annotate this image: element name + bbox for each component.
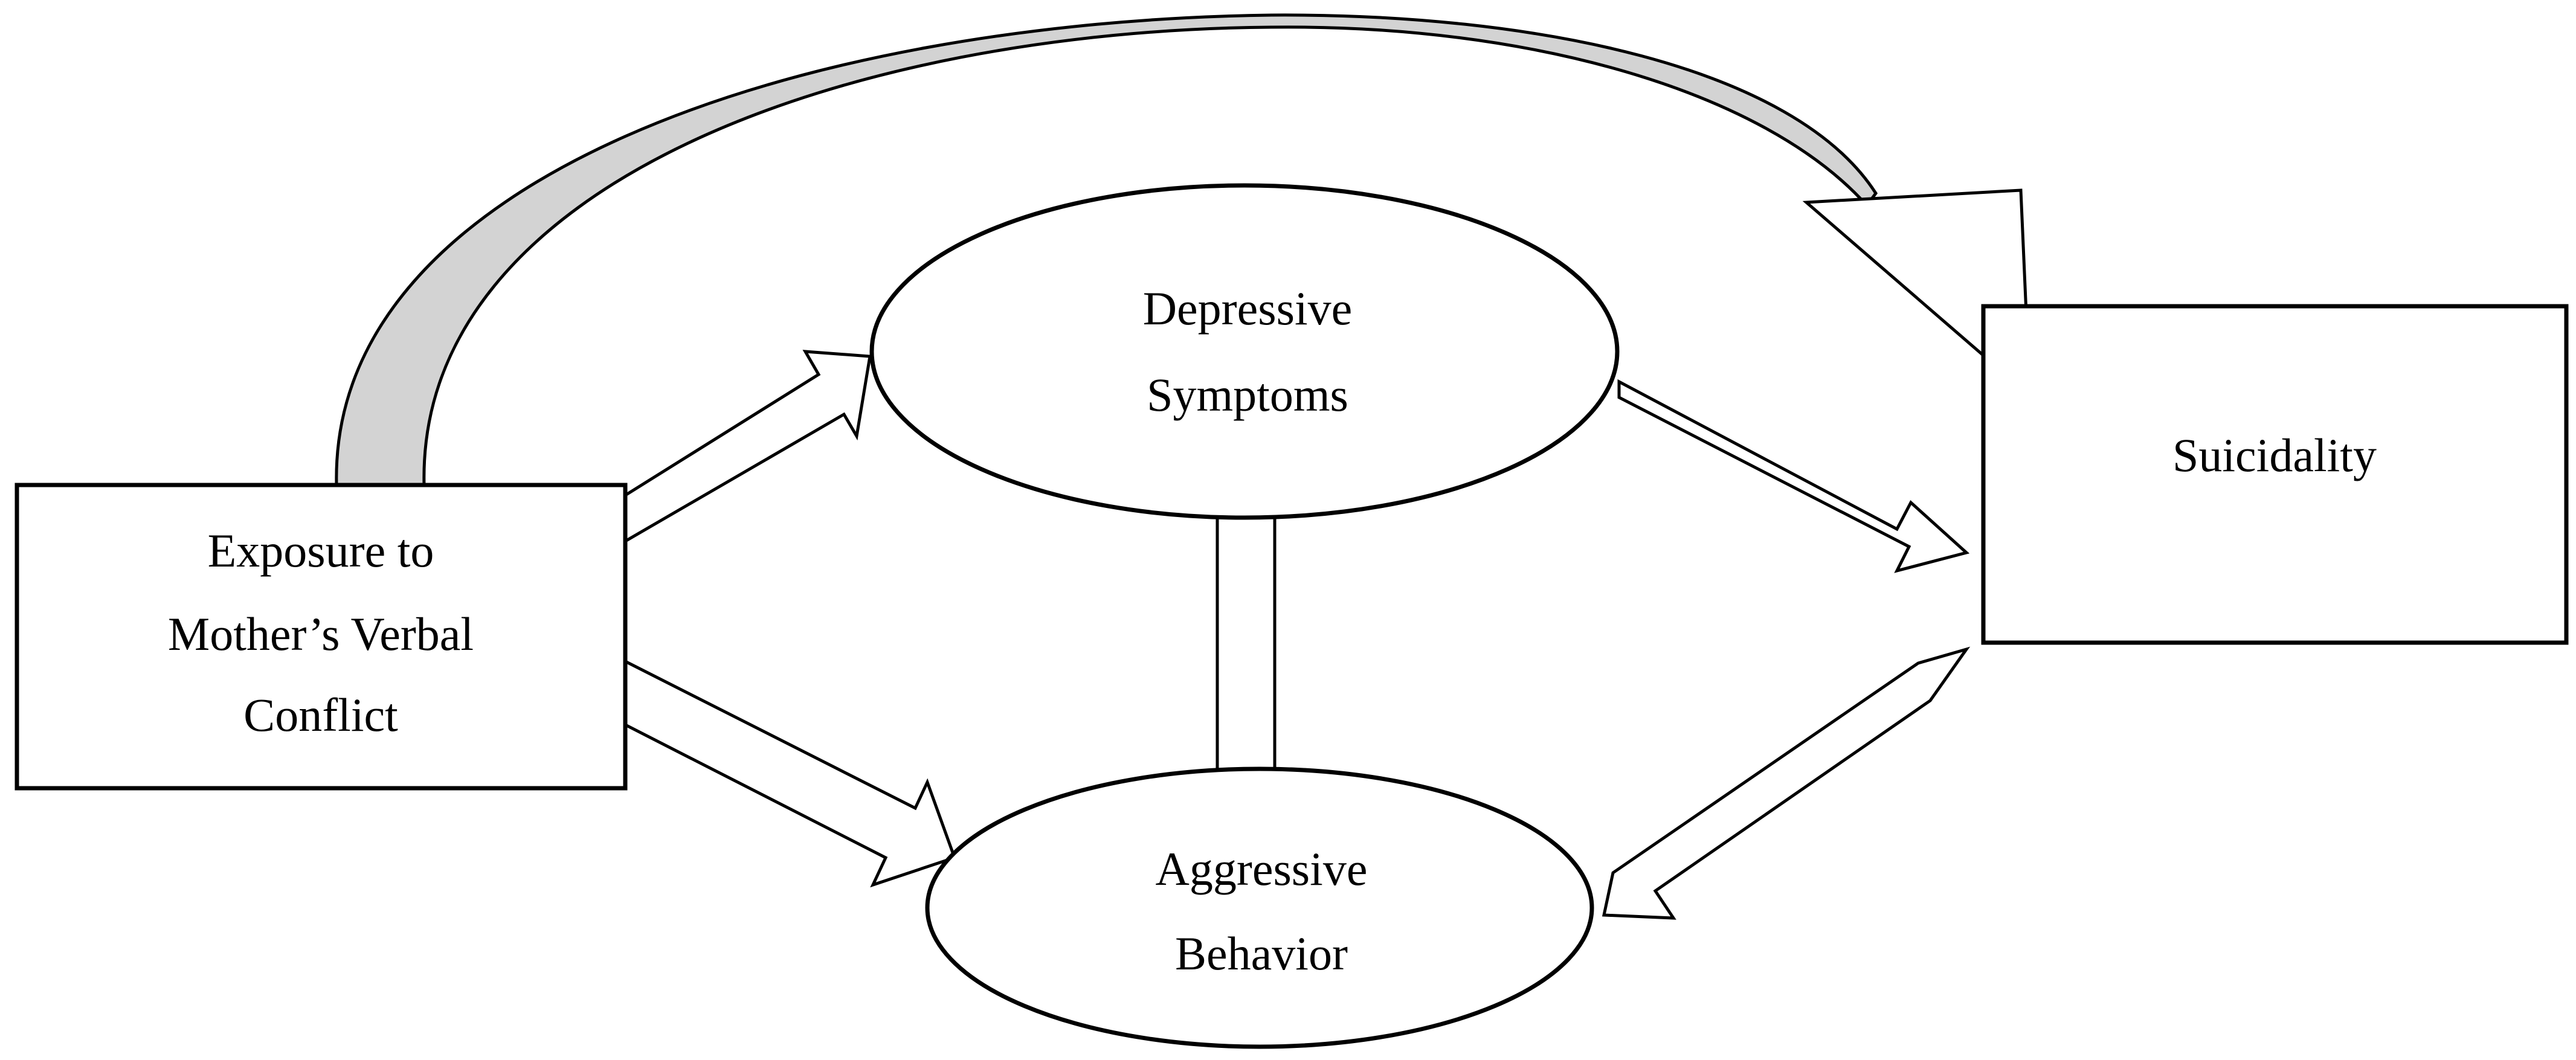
node-depressive-label-line-2: Symptoms xyxy=(1147,368,1348,421)
node-exposure-label-line-2: Mother’s Verbal xyxy=(168,608,474,660)
node-suicidality-box xyxy=(1981,304,2569,645)
node-aggressive-label-line-1: Aggressive xyxy=(1156,843,1368,895)
direct-effect-arrow xyxy=(335,13,2032,487)
node-depressive-ellipse xyxy=(869,183,1620,520)
node-depressive: Depressive Symptoms xyxy=(869,183,1620,520)
node-depressive-label-line-1: Depressive xyxy=(1143,282,1353,335)
direct-effect-arc-band xyxy=(335,13,1878,487)
arrow-aggressive-to-suicidality xyxy=(1602,646,1971,920)
node-exposure: Exposure to Mother’s Verbal Conflict xyxy=(14,483,628,791)
arrow-depressive-to-suicidality xyxy=(1617,379,1970,573)
node-exposure-label-line-1: Exposure to xyxy=(208,524,434,577)
arrow-exposure-to-depressive xyxy=(623,350,872,544)
node-aggressive-label-line-2: Behavior xyxy=(1175,927,1348,980)
node-exposure-box xyxy=(14,483,628,791)
node-suicidality-label: Suicidality xyxy=(2172,429,2377,481)
node-aggressive-ellipse xyxy=(925,766,1594,1049)
direct-effect-arrowhead xyxy=(1802,188,2032,399)
link-depressive-aggressive xyxy=(1216,515,1277,772)
node-exposure-label-line-3: Conflict xyxy=(243,689,398,741)
node-suicidality: Suicidality xyxy=(1981,304,2569,645)
node-aggressive: Aggressive Behavior xyxy=(925,766,1594,1049)
arrow-exposure-to-aggressive xyxy=(623,658,957,888)
